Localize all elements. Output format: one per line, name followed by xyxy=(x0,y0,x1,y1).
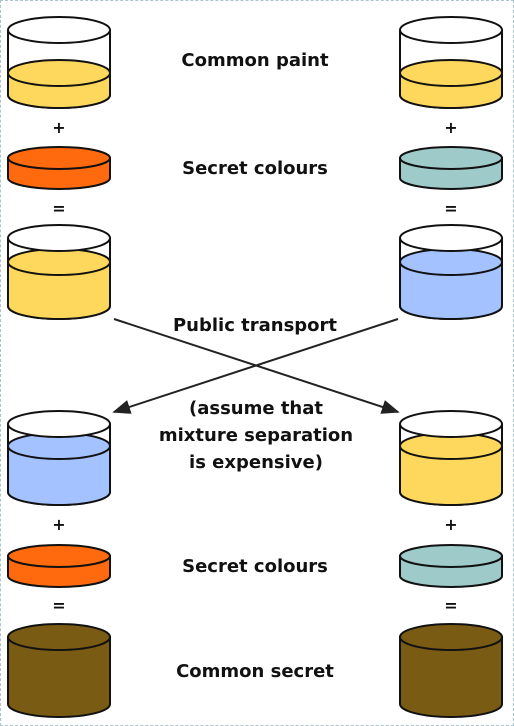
right-common-secret-cup xyxy=(399,623,503,718)
plus-sign: + xyxy=(444,515,457,534)
note-line-1: (assume that xyxy=(189,398,323,419)
equals-sign: = xyxy=(444,199,457,218)
plus-sign: + xyxy=(52,118,65,137)
right-public-mixture-cup xyxy=(399,224,503,320)
plus-sign: + xyxy=(444,118,457,137)
left-public-mixture-cup xyxy=(7,224,111,320)
public-transport-label: Public transport xyxy=(173,315,337,336)
equals-sign: = xyxy=(52,199,65,218)
transport-arrow-right-to-left xyxy=(112,318,399,414)
plus-sign: + xyxy=(52,515,65,534)
common-secret-label: Common secret xyxy=(176,661,334,682)
right-secret-colour-disc xyxy=(399,146,503,190)
left-secret-colour-disc-bottom xyxy=(7,544,111,588)
note-line-3: is expensive) xyxy=(189,452,323,473)
left-common-paint-cup xyxy=(7,16,111,109)
left-received-mixture-cup xyxy=(7,410,111,506)
equals-sign: = xyxy=(444,596,457,615)
left-common-secret-cup xyxy=(7,623,111,718)
note-line-2: mixture separation xyxy=(159,425,353,446)
right-received-mixture-cup xyxy=(399,410,503,506)
secret-colours-label-top: Secret colours xyxy=(182,158,328,179)
right-secret-colour-disc-bottom xyxy=(399,544,503,588)
left-secret-colour-disc xyxy=(7,146,111,190)
secret-colours-label-bottom: Secret colours xyxy=(182,556,328,577)
right-common-paint-cup xyxy=(399,16,503,109)
equals-sign: = xyxy=(52,596,65,615)
common-paint-label: Common paint xyxy=(181,50,329,71)
